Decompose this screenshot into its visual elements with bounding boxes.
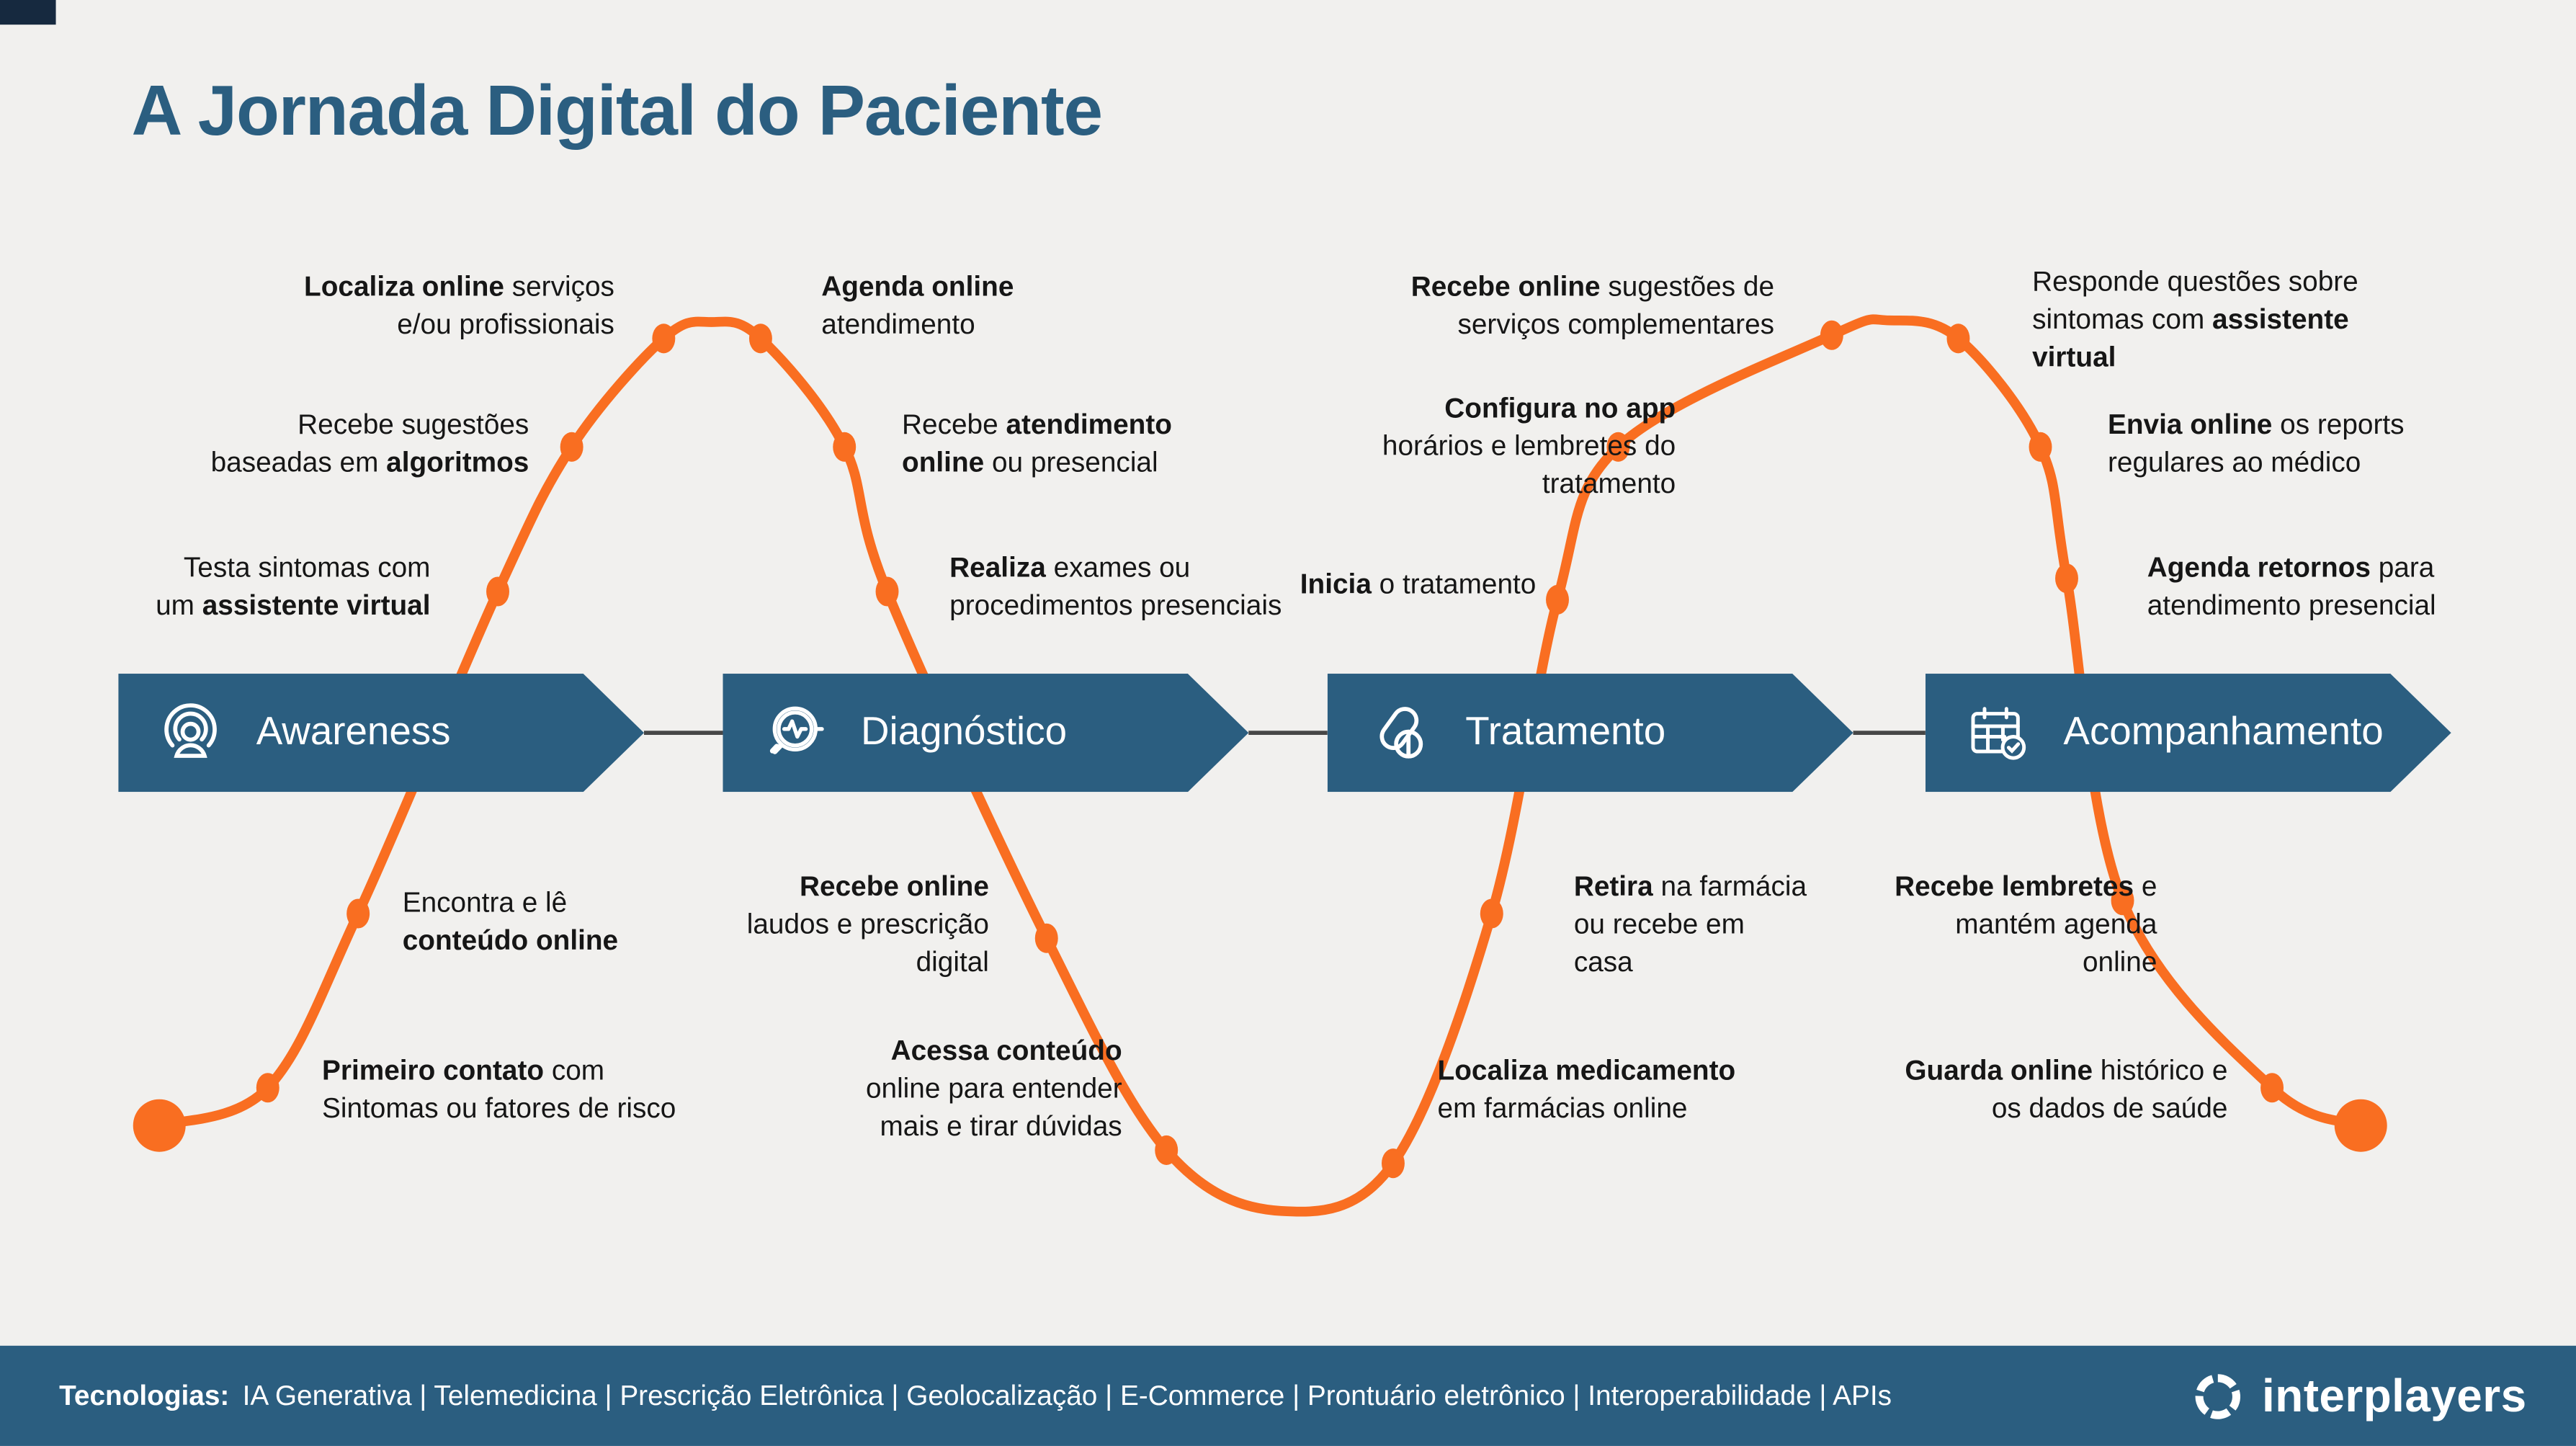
- curve-dot: [652, 323, 676, 354]
- curve-dot: [1034, 923, 1058, 953]
- journey-curve: [157, 314, 2363, 1217]
- stage-label: Acompanhamento: [2063, 710, 2384, 754]
- curve-dot: [2111, 885, 2134, 916]
- curve-dot: [2029, 432, 2052, 462]
- corner-artifact: [0, 0, 56, 25]
- curve-dot: [1946, 323, 1970, 354]
- brand-logo: interplayers: [2188, 1366, 2526, 1425]
- curve-dot: [2260, 1073, 2284, 1103]
- stage-label: Tratamento: [1465, 710, 1666, 754]
- stage-banner-diagnostico: Diagnóstico: [723, 674, 1249, 793]
- pills-icon: [1367, 700, 1432, 766]
- technologies-line: Tecnologias: IA Generativa | Telemedicina…: [59, 1380, 1892, 1413]
- brand-logo-text: interplayers: [2262, 1369, 2527, 1421]
- footer-bar: Tecnologias: IA Generativa | Telemedicina…: [0, 1345, 2576, 1446]
- journey-endpoint-dot: [133, 1099, 186, 1152]
- magnifier-pulse-icon: [762, 700, 828, 766]
- technologies-list: IA Generativa | Telemedicina | Prescriçã…: [242, 1379, 1892, 1411]
- stage-label: Awareness: [256, 710, 451, 754]
- page-title: A Jornada Digital do Paciente: [131, 72, 1103, 151]
- curve-dot: [1606, 432, 1630, 462]
- curve-dot: [1480, 898, 1503, 929]
- aperture-icon: [2188, 1366, 2247, 1425]
- annotation-inicia-tratamento: Inicia o tratamento: [1300, 568, 1537, 600]
- stage-banner-acompanhamento: Acompanhamento: [1925, 674, 2451, 793]
- curve-dot: [1381, 1148, 1405, 1179]
- curve-dot: [2055, 563, 2078, 594]
- stage-banner-tratamento: Tratamento: [1327, 674, 1853, 793]
- curve-dot: [346, 898, 370, 929]
- curve-dot: [833, 432, 857, 462]
- curve-dot: [1820, 320, 1843, 350]
- stage-banner-awareness: Awareness: [118, 674, 644, 793]
- broadcast-person-icon: [158, 700, 223, 766]
- curve-dot: [875, 576, 899, 607]
- curve-dot: [1546, 584, 1569, 615]
- stage-label: Diagnóstico: [861, 710, 1068, 754]
- journey-dots: [133, 320, 2387, 1179]
- technologies-label: Tecnologias:: [59, 1379, 230, 1411]
- calendar-check-icon: [1965, 700, 2031, 766]
- curve-dot: [748, 323, 772, 354]
- curve-dot: [1155, 1135, 1179, 1165]
- curve-dot: [486, 576, 509, 607]
- curve-dot: [256, 1073, 279, 1103]
- curve-dot: [560, 432, 583, 462]
- journey-endpoint-dot: [2334, 1099, 2387, 1152]
